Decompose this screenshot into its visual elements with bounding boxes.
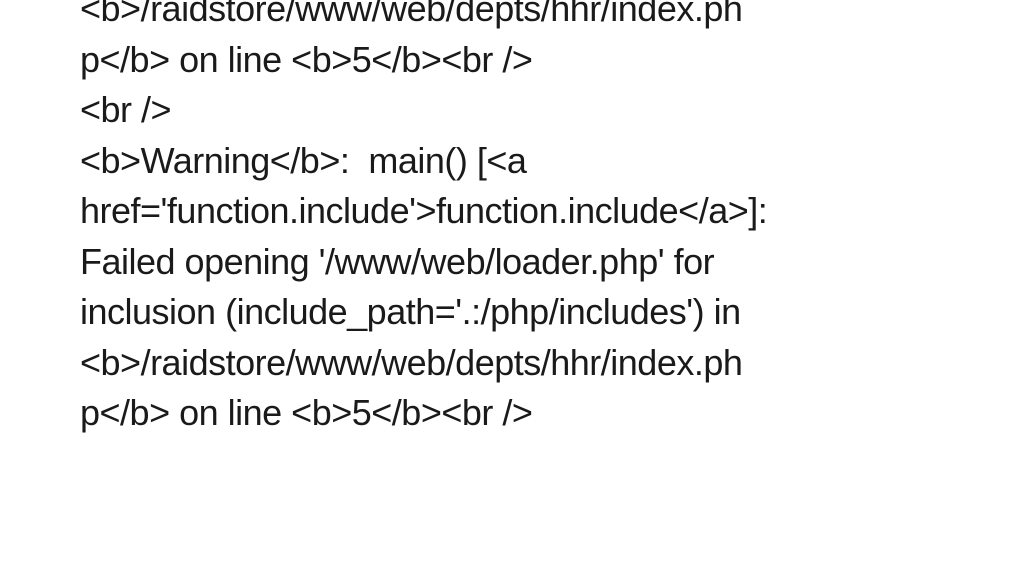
text-line-3: <br /> xyxy=(80,89,172,130)
text-line-9: p</b> on line <b>5</b><br /> xyxy=(80,392,533,433)
text-line-7: inclusion (include_path='.:/php/includes… xyxy=(80,291,741,332)
text-line-2: p</b> on line <b>5</b><br /> xyxy=(80,38,533,80)
text-line-4: <b>Warning</b>: main() [<a xyxy=(80,139,527,181)
text-line-1: <b>/raidstore/www/web/depts/hhr/index.ph xyxy=(80,0,743,29)
text-line-6: Failed opening '/www/web/loader.php' for xyxy=(80,240,715,282)
text-line-5: href='function.include'>function.include… xyxy=(80,190,768,231)
slide-body-text: <b>/raidstore/www/web/depts/hhr/index.ph… xyxy=(80,0,980,439)
text-line-8: <b>/raidstore/www/web/depts/hhr/index.ph xyxy=(80,341,743,383)
